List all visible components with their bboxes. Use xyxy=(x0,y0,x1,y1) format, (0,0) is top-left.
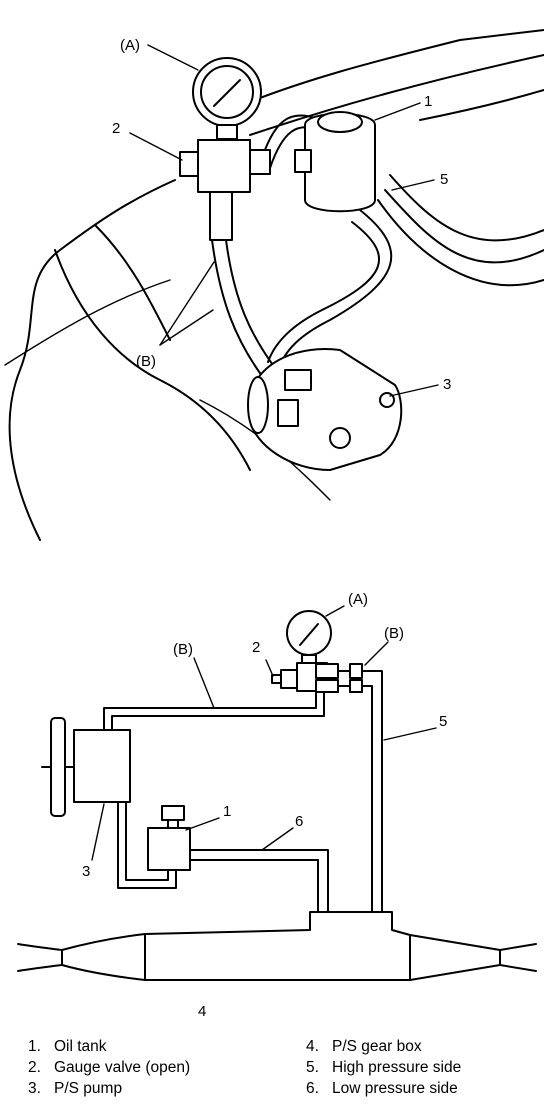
legend-column-left: 1.Oil tank 2.Gauge valve (open) 3.P/S pu… xyxy=(28,1036,190,1099)
callout-gear-box-bottom: 4 xyxy=(198,1003,206,1020)
callout-low-pressure-bottom: 6 xyxy=(295,813,303,830)
legend-column-right: 4.P/S gear box 5.High pressure side 6.Lo… xyxy=(306,1036,461,1099)
callout-gauge-valve-bottom: 2 xyxy=(252,639,260,656)
callout-gauge-valve-top: 2 xyxy=(112,120,120,137)
callout-gauge-bottom: (A) xyxy=(348,591,368,608)
callout-pump-bottom: 3 xyxy=(82,863,90,880)
steering-wheel-icon xyxy=(50,717,66,817)
legend-item-low-pressure: 6.Low pressure side xyxy=(306,1080,458,1097)
callout-gauge-top: (A) xyxy=(120,37,140,54)
gauge-valve-icon-bottom xyxy=(280,669,298,689)
callout-oil-tank-bottom: 1 xyxy=(223,803,231,820)
callout-hose-top: (B) xyxy=(136,353,156,370)
callout-high-pressure-top: 5 xyxy=(440,171,448,188)
legend-item-high-pressure: 5.High pressure side xyxy=(306,1059,462,1076)
legend-item-gauge-valve: 2.Gauge valve (open) xyxy=(28,1059,191,1076)
pump-box xyxy=(73,729,131,803)
oil-tank-box xyxy=(147,827,191,871)
callout-high-pressure-bottom: 5 xyxy=(439,713,447,730)
hydraulic-schematic xyxy=(17,605,537,981)
gauge-valve-icon xyxy=(179,151,199,177)
callout-oil-tank-top: 1 xyxy=(424,93,432,110)
callout-hose-bottom-left: (B) xyxy=(173,641,193,658)
engine-bay-illustration xyxy=(4,29,544,541)
legend-item-oil-tank: 1.Oil tank xyxy=(28,1038,107,1055)
legend: 1.Oil tank 2.Gauge valve (open) 3.P/S pu… xyxy=(0,1036,544,1108)
oil-tank-cap xyxy=(161,805,185,821)
callout-hose-bottom-right: (B) xyxy=(384,625,404,642)
legend-item-pump: 3.P/S pump xyxy=(28,1080,123,1097)
tee-fitting xyxy=(197,139,251,193)
callout-pump-top: 3 xyxy=(443,376,451,393)
ps-pump-icon xyxy=(249,348,403,471)
power-steering-pressure-test-diagram: (A) 2 1 5 (B) 3 xyxy=(4,29,544,1020)
gear-box-icon xyxy=(61,911,501,981)
legend-item-gear-box: 4.P/S gear box xyxy=(306,1038,422,1055)
